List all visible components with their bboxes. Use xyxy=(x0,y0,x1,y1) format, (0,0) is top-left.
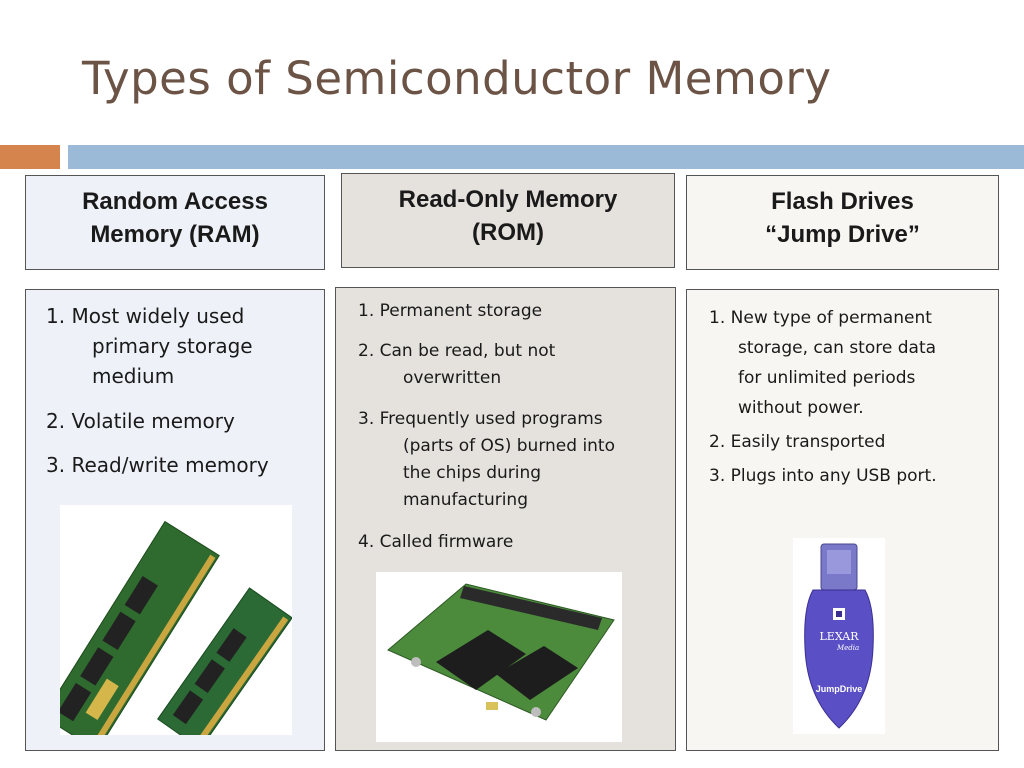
rom-item-2-cont: overwritten xyxy=(403,368,502,388)
accent-bar-blue xyxy=(68,145,1024,169)
lexar-logo-text: LEXAR xyxy=(819,630,859,643)
accent-bar-orange xyxy=(0,145,60,169)
rom-body-box: 1. Permanent storage 2. Can be read, but… xyxy=(335,287,676,751)
usb-flash-drive-photo: LEXAR Media JumpDrive xyxy=(793,538,885,734)
rom-item-3-cont: (parts of OS) burned into xyxy=(403,436,616,456)
ram-modules-photo xyxy=(60,505,292,735)
rom-heading-box: Read-Only Memory (ROM) xyxy=(341,173,675,268)
ram-item-2: 2. Volatile memory xyxy=(46,409,235,433)
lexar-logo-subtext: Media xyxy=(837,644,860,652)
ram-item-1-cont: primary storage xyxy=(92,334,253,358)
flash-item-1-cont: storage, can store data xyxy=(738,338,937,358)
flash-item-1-cont: without power. xyxy=(738,398,864,418)
flash-item-3: 3. Plugs into any USB port. xyxy=(709,466,937,486)
rom-item-4: 4. Called firmware xyxy=(358,532,514,552)
rom-heading-line2: (ROM) xyxy=(472,218,544,246)
rom-heading-line1: Read-Only Memory xyxy=(398,185,618,213)
ram-heading-box: Random Access Memory (RAM) xyxy=(25,175,325,270)
rom-item-3: 3. Frequently used programs xyxy=(358,409,603,429)
jumpdrive-label: JumpDrive xyxy=(815,684,863,694)
rom-circuit-board-photo xyxy=(376,572,622,742)
rom-item-1: 1. Permanent storage xyxy=(358,301,543,321)
ram-item-1-cont: medium xyxy=(92,364,175,388)
rom-item-3-cont: manufacturing xyxy=(403,490,528,510)
ram-heading-line1: Random Access xyxy=(82,187,268,215)
slide-title: Types of Semiconductor Memory xyxy=(82,52,832,105)
flash-item-1-cont: for unlimited periods xyxy=(738,368,916,388)
ram-item-3: 3. Read/write memory xyxy=(46,453,269,477)
rom-item-3-cont: the chips during xyxy=(403,463,542,483)
ram-heading-line2: Memory (RAM) xyxy=(90,220,260,248)
flash-item-1: 1. New type of permanent xyxy=(709,308,932,328)
flash-body-box: 1. New type of permanent storage, can st… xyxy=(686,289,999,751)
ram-body-box: 1. Most widely used primary storage medi… xyxy=(25,289,325,751)
flash-heading-box: Flash Drives “Jump Drive” xyxy=(686,175,999,270)
flash-heading-line1: Flash Drives xyxy=(771,187,914,215)
ram-item-1: 1. Most widely used xyxy=(46,304,245,328)
rom-item-2: 2. Can be read, but not xyxy=(358,341,556,361)
flash-item-2: 2. Easily transported xyxy=(709,432,886,452)
flash-heading-line2: “Jump Drive” xyxy=(765,220,920,248)
